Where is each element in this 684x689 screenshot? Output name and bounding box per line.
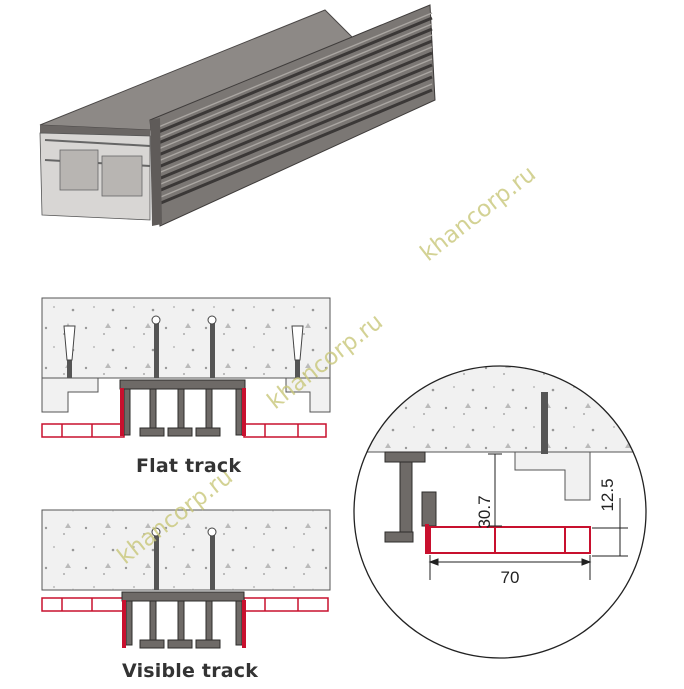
flat-track-drawing [41, 297, 331, 438]
dimension-height-label: 30.7 [475, 495, 494, 528]
watermark-text: khancorp.ru [416, 161, 541, 267]
plasterboard-right [243, 423, 327, 438]
visible-track-drawing [41, 509, 331, 649]
plasterboard-left [41, 423, 125, 438]
caption-flat-track: Flat track [136, 455, 242, 477]
profile-3d-illustration [39, 4, 436, 227]
dimension-depth-label: 12.5 [598, 478, 617, 511]
plasterboard-detail [429, 526, 591, 554]
track-profile [119, 379, 246, 437]
dimension-width-label: 70 [501, 568, 520, 587]
caption-visible-track: Visible track [122, 660, 259, 682]
